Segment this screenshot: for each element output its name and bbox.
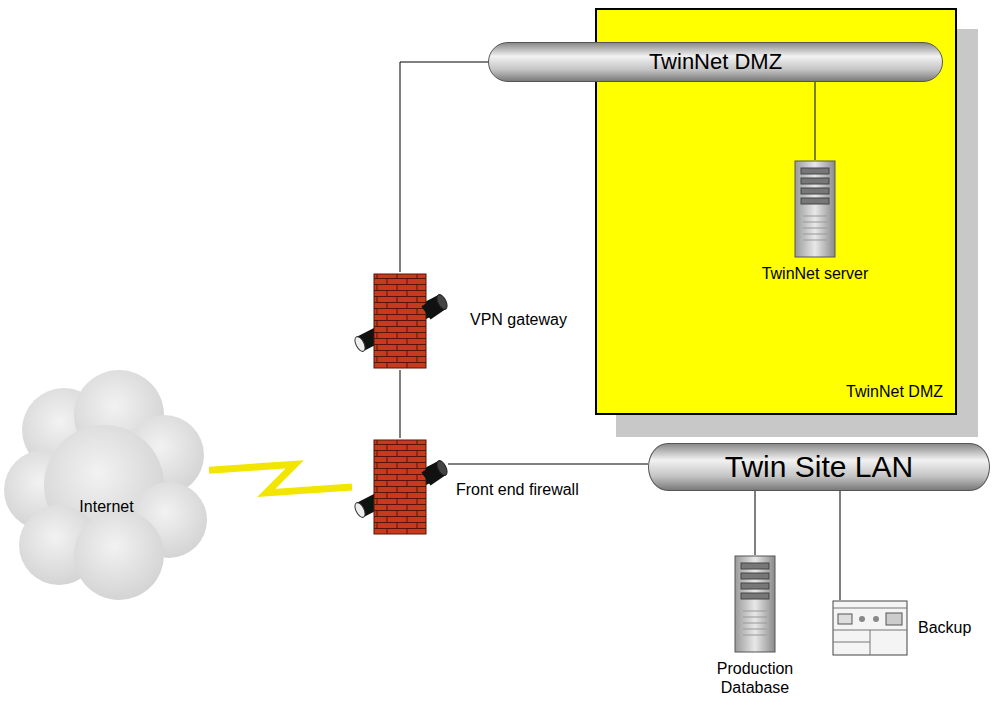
firewall-icon (352, 272, 448, 370)
node-label: Backup (918, 618, 971, 637)
network-segment: Twin Site LAN (648, 443, 990, 491)
lightning-link (209, 464, 352, 493)
network-segment: TwinNet DMZ (488, 42, 943, 82)
node-label: TwinNet server (760, 264, 870, 283)
node-label: Internet (4, 497, 209, 516)
connector-line (815, 82, 816, 160)
internet-cloud: Internet (4, 360, 209, 605)
node-label: TwinNet DMZ (649, 49, 782, 75)
connector-line (400, 62, 488, 272)
node-label: TwinNet DMZ (846, 382, 943, 401)
server-icon (731, 555, 779, 653)
dmz-region: TwinNet DMZ TwinNet DMZ TwinNet server (595, 8, 957, 415)
connector-line (840, 491, 841, 600)
connector-path (815, 82, 816, 160)
firewall-node: Front end firewall (352, 438, 448, 536)
backup-icon (832, 600, 908, 656)
server-node: TwinNet server (760, 160, 870, 283)
connector-line (209, 464, 352, 493)
connector-path (448, 464, 648, 465)
node-label: VPN gateway (470, 310, 567, 329)
connector-line (755, 491, 756, 555)
connector-path (400, 62, 488, 272)
node-label: Front end firewall (456, 480, 579, 499)
connector-line (400, 370, 401, 438)
connector-path (755, 491, 756, 555)
connector-path (400, 370, 401, 438)
server-icon (791, 160, 839, 258)
firewall-node: VPN gateway (352, 272, 448, 370)
connector-path (840, 491, 841, 600)
connector-line (448, 464, 648, 465)
node-label: Twin Site LAN (725, 449, 913, 485)
firewall-icon (352, 438, 448, 536)
node-label: Production Database (705, 659, 805, 697)
cloud-shape (4, 360, 209, 605)
server-node: Production Database (705, 555, 805, 697)
backup-device: Backup (832, 600, 908, 656)
